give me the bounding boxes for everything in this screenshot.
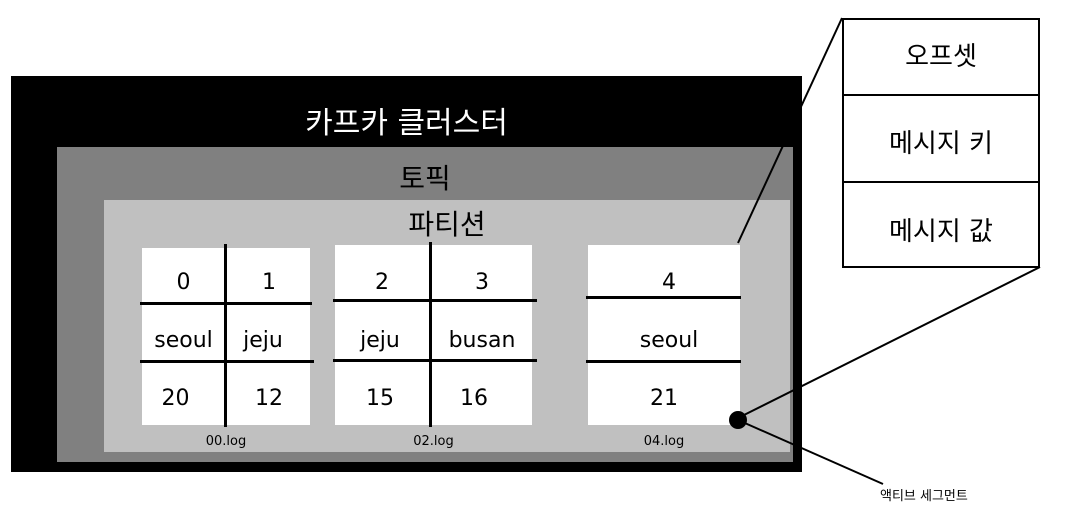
key-cell: seoul <box>154 328 213 353</box>
active-segment-label: 액티브 세그먼트 <box>880 489 968 504</box>
segment-02: 2 3 jeju busan 15 16 <box>335 245 532 425</box>
field-divider <box>333 359 537 362</box>
partition-title: 파티션 <box>408 208 486 241</box>
callout-line-top <box>737 17 843 244</box>
key-cell: jeju <box>243 328 283 353</box>
key-cell: jeju <box>360 328 400 353</box>
topic-title: 토픽 <box>399 162 451 195</box>
value-cell: 21 <box>650 386 678 411</box>
record-field-key: 메시지 키 <box>889 129 993 159</box>
segment-file-label: 00.log <box>205 434 247 449</box>
key-cell: busan <box>448 328 516 353</box>
cluster-title: 카프카 클러스터 <box>305 106 508 141</box>
value-cell: 16 <box>460 386 488 411</box>
segment-04: 4 seoul 21 <box>588 245 740 425</box>
record-field-divider <box>844 181 1038 183</box>
record-field-divider <box>844 94 1038 96</box>
field-divider <box>333 299 537 302</box>
offset-cell: 3 <box>475 270 489 295</box>
offset-cell: 0 <box>176 270 191 295</box>
field-divider <box>586 296 741 299</box>
offset-cell: 1 <box>262 270 276 295</box>
record-divider <box>224 244 227 427</box>
record-field-offset: 오프셋 <box>905 42 977 72</box>
value-cell: 12 <box>255 386 283 411</box>
active-segment-marker <box>729 411 747 429</box>
value-cell: 20 <box>161 386 190 411</box>
offset-cell: 4 <box>662 270 676 295</box>
key-cell: seoul <box>639 328 699 353</box>
record-divider <box>429 242 432 427</box>
callout-line-bottom <box>737 266 1041 419</box>
segment-file-label: 02.log <box>413 434 454 449</box>
field-divider <box>140 360 314 363</box>
value-cell: 15 <box>366 386 394 411</box>
field-divider <box>586 360 741 363</box>
active-segment-pointer <box>737 419 884 485</box>
segment-file-label: 04.log <box>643 434 685 449</box>
record-field-value: 메시지 값 <box>889 217 993 247</box>
record-structure: 오프셋 메시지 키 메시지 값 <box>842 18 1040 268</box>
offset-cell: 2 <box>375 270 389 295</box>
